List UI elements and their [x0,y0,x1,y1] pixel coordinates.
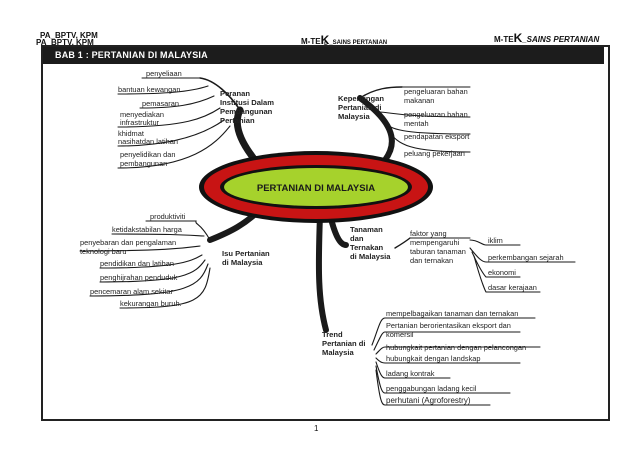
branch-peranan-labels: Peranan Institusi Dalam Pembangunan Pert… [118,69,274,168]
bab-title: BAB 1 : PERTANIAN DI MALAYSIA [55,50,208,60]
branch-kepentingan [357,95,395,163]
branch-trend [315,212,329,333]
trend-item-3: hubungkait pertanian dengan pelancongan [386,343,526,352]
isu-item-5: penghijrahan penduduk [100,273,178,282]
tanaman-item-1: iklim [488,236,503,245]
tanaman-title-4: di Malaysia [350,252,391,261]
kepentingan-item-4: peluang pekerjaan [404,149,465,158]
peranan-title-2: Institusi Dalam [220,98,274,107]
kepentingan-item-1a: pengeluaran bahan [404,87,468,96]
page-frame [41,45,610,421]
header-center-suffix: _SAINS PERTANIAN [329,40,388,46]
header-left-line1: PA_BPTV, KPM [40,31,98,40]
peranan-item-5b: nasihatdan latihan [118,137,178,146]
header-left-line2: PA_BPTV, KPM [36,38,94,47]
kepentingan-title-2: Pertanian di [338,103,381,112]
center-green [224,168,408,206]
isu-title-1: Isu Pertanian [222,249,270,258]
trend-item-7: perhutani (Agroforestry) [386,396,471,405]
branch-trend-labels: Trend Pertanian di Malaysia mempelbagaik… [322,309,526,405]
isu-item-4: pendidikan dan latihan [100,259,174,268]
branch-isu-labels: Isu Pertanian di Malaysia produktiviti k… [80,212,270,308]
bab-title-bar: BAB 1 : PERTANIAN DI MALAYSIA [43,47,604,64]
peranan-item-4a: menyediakan [120,110,164,119]
kepentingan-item-2a: pengeluaran bahan [404,110,468,119]
tanaman-item-2: perkembangan sejarah [488,253,564,262]
tanaman-sub-4: dan ternakan [410,256,453,265]
tanaman-item-4: dasar kerajaan [488,283,537,292]
peranan-item-5a: khidmat [118,129,144,138]
peranan-item-3: pemasaran [142,99,179,108]
header-right-k: K [513,31,523,45]
tanaman-sub-2: mempengaruhi [410,238,460,247]
peranan-item-6a: penyelidikan dan [120,150,175,159]
peranan-item-1: penyeliaan [146,69,182,78]
header-center-prefix: M-TE [301,37,321,46]
trend-item-1: mempelbagaikan tanaman dan ternakan [386,309,518,318]
peranan-item-2: bantuan kewangan [118,85,180,94]
trend-title-2: Pertanian di [322,339,365,348]
peranan-title-1: Peranan [220,89,250,98]
isu-item-3a: penyebaran dan pengalaman [80,238,176,247]
isu-title-2: di Malaysia [222,258,263,267]
kepentingan-title-1: Kepentingan [338,94,384,103]
trend-item-6: penggabungan ladang kecil [386,384,477,393]
isu-item-6: pencemaran alam sekitar [90,287,174,296]
trend-title-1: Trend [322,330,343,339]
tanaman-item-3: ekonomi [488,268,516,277]
tanaman-title-3: Ternakan [350,243,384,252]
trend-item-5: ladang kontrak [386,369,435,378]
isu-item-7: kekurangan buruh. [120,299,182,308]
trend-item-2b: komersil [386,330,414,339]
page-number: 1 [314,424,319,433]
peranan-title-3: Pembangunan [220,107,273,116]
center-label: PERTANIAN DI MALAYSIA [257,183,375,194]
branch-tanaman-labels: Tanaman dan Ternakan di Malaysia faktor … [350,225,564,292]
header-right-suffix: _SAINS PERTANIAN [522,35,600,44]
peranan-item-4b: infrastruktur [120,118,160,127]
header-right: M-TEK_SAINS PERTANIAN [494,31,599,45]
isu-item-1: produktiviti [150,212,186,221]
tanaman-sub-1: faktor yang [410,229,447,238]
header-center-k: K [320,33,330,47]
peranan-item-6b: pembangunan [120,159,167,168]
tanaman-title-1: Tanaman [350,225,383,234]
peranan-title-4: Pertanian [220,116,255,125]
kepentingan-item-3: pendapatan eksport [404,132,469,141]
tanaman-sub-3: taburan tanaman [410,247,466,256]
branch-kepentingan-labels: Kepentingan Pertanian di Malaysia pengel… [338,87,469,158]
trend-title-3: Malaysia [322,348,354,357]
header-right-prefix: M-TE [494,35,514,44]
isu-item-3b: teknologi baru [80,247,126,256]
header-center: M-TEK_SAINS PERTANIAN [301,33,387,47]
kepentingan-title-3: Malaysia [338,112,370,121]
tanaman-title-2: dan [350,234,364,243]
trend-item-2a: Pertanian berorientasikan eksport dan [386,321,511,330]
mind-map-branches [79,77,576,406]
isu-item-2: ketidakstabilan harga [112,225,183,234]
kepentingan-item-1b: makanan [404,96,434,105]
trend-item-4: hubungkait dengan landskap [386,354,481,363]
branch-peranan [233,106,259,164]
kepentingan-item-2b: mentah [404,119,429,128]
